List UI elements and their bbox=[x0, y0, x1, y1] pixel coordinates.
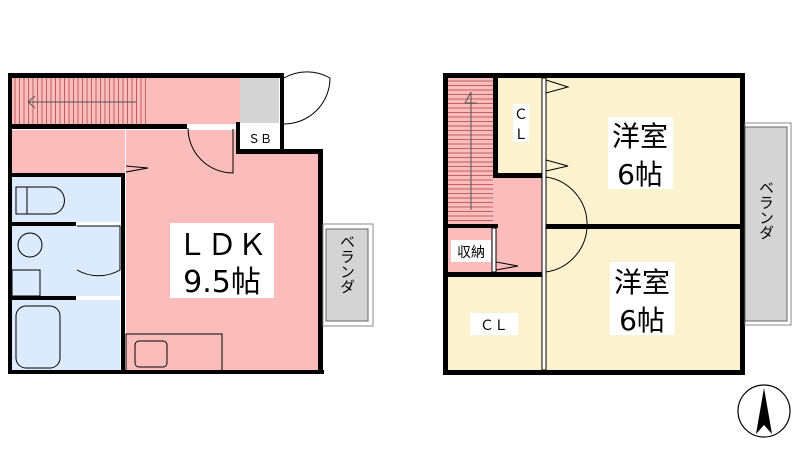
room-top-size: 6帖 bbox=[617, 158, 663, 191]
stove-icon bbox=[134, 340, 168, 368]
room-bottom-label: 洋室 bbox=[614, 266, 670, 299]
toilet-icon bbox=[15, 186, 28, 215]
ldk-door-icon bbox=[187, 127, 234, 174]
entrance-floor bbox=[240, 78, 279, 123]
washroom-door-icon bbox=[76, 225, 121, 277]
bathroom bbox=[12, 300, 120, 371]
first-floor: ＳＢ ＬＤＫ 9.5帖 ベランダ bbox=[8, 71, 374, 374]
closet-top-label-l: Ｌ bbox=[514, 127, 528, 143]
storage-label: 収納 bbox=[457, 245, 485, 261]
sb-label: ＳＢ bbox=[248, 132, 272, 146]
ldk-size: 9.5帖 bbox=[183, 265, 261, 300]
ldk-label: ＬＤＫ bbox=[177, 228, 267, 263]
veranda-1f bbox=[325, 228, 369, 322]
toilet bbox=[12, 177, 120, 222]
room-bottom-size: 6帖 bbox=[619, 304, 665, 337]
closet-bottom-label: ＣＬ bbox=[480, 318, 508, 334]
washroom bbox=[12, 226, 120, 296]
stairs-icon bbox=[14, 78, 146, 124]
bathtub-icon bbox=[15, 305, 61, 369]
room-top-label: 洋室 bbox=[612, 120, 668, 153]
closet-top-label-c: Ｃ bbox=[514, 107, 528, 123]
veranda-2f bbox=[744, 126, 788, 322]
stair-hall bbox=[12, 78, 240, 124]
second-floor: Ｃ Ｌ ＣＬ 収納 洋室 6帖 洋室 6帖 ベランダ bbox=[443, 73, 792, 438]
corridor bbox=[12, 130, 125, 173]
veranda-1f-label: ベランダ bbox=[338, 234, 356, 294]
sink-icon bbox=[17, 232, 43, 258]
hall-2f bbox=[494, 177, 543, 272]
kitchen-counter bbox=[125, 333, 223, 372]
double-door-icon bbox=[545, 176, 588, 273]
entrance-door-icon bbox=[283, 71, 331, 125]
stairs-icon bbox=[448, 80, 493, 221]
north-arrow-icon bbox=[737, 384, 791, 438]
veranda-2f-label: ベランダ bbox=[757, 180, 775, 240]
